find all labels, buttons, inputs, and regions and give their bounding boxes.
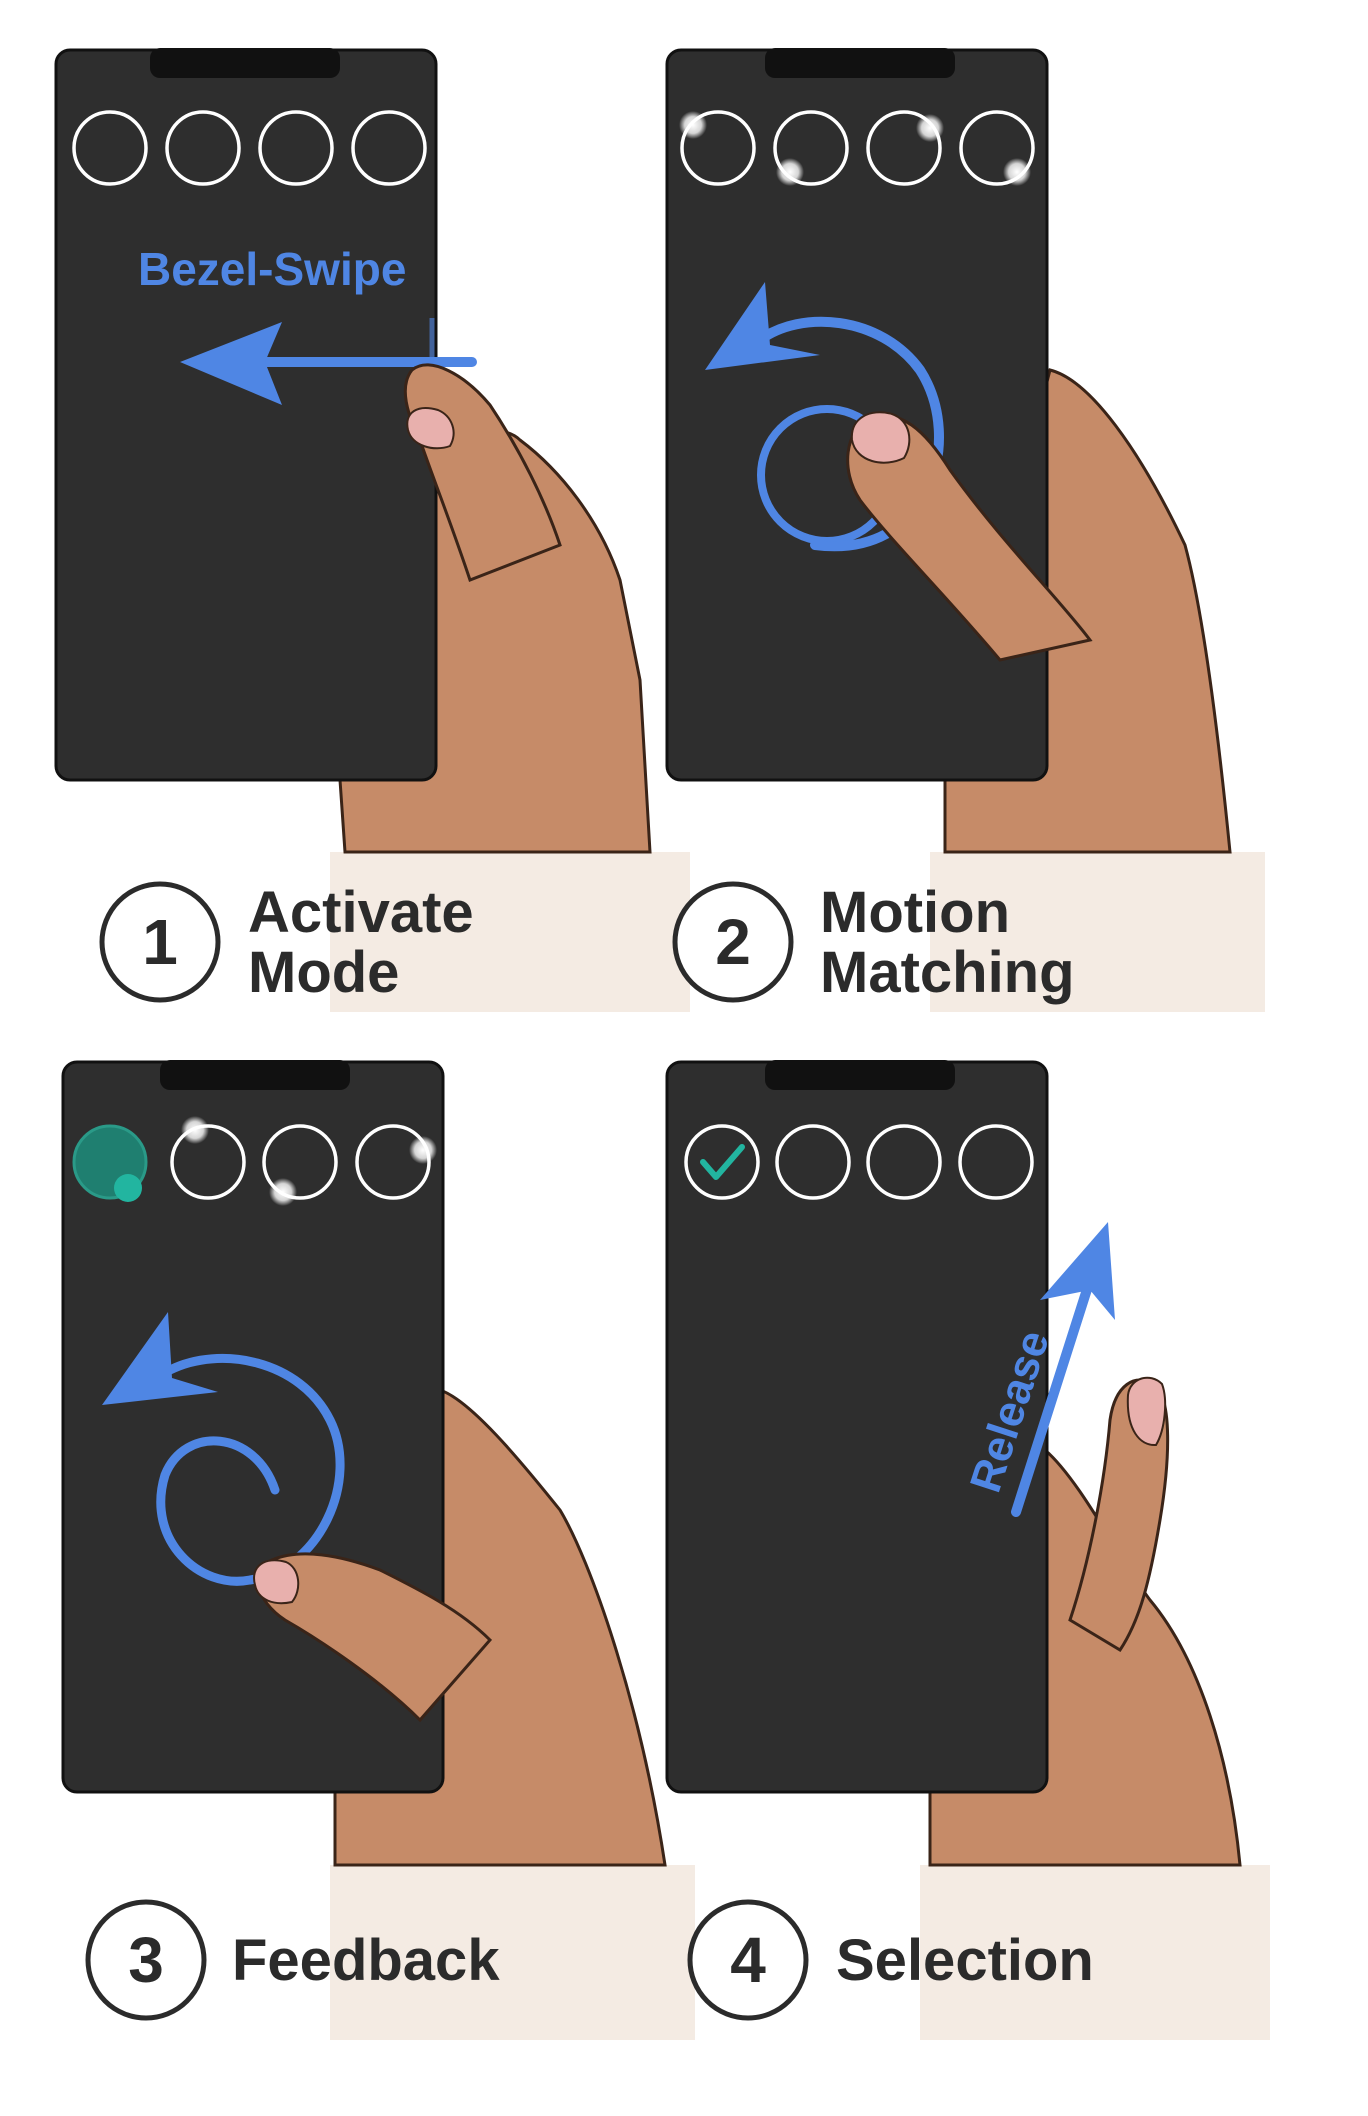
check-icon — [700, 1144, 745, 1180]
step-number: 1 — [142, 906, 178, 978]
step-title-line-1: Activate — [248, 880, 474, 945]
target-ring — [866, 1124, 942, 1200]
selection-targets — [72, 1116, 437, 1206]
target-ring — [680, 110, 756, 186]
step-title-line-2: Mode — [248, 940, 399, 1005]
step-title: Selection — [836, 1928, 1094, 1993]
selection-targets — [72, 110, 427, 186]
orbiting-dot — [916, 114, 944, 142]
step-title: Feedback — [232, 1928, 500, 1993]
orbiting-dot — [1003, 158, 1031, 186]
thumb-nail — [850, 411, 911, 464]
target-ring — [775, 1124, 851, 1200]
label-band-4 — [920, 1865, 1270, 2040]
thumb-nail — [1126, 1376, 1167, 1447]
selection-targets — [679, 110, 1035, 186]
target-ring — [351, 110, 427, 186]
orbiting-dot — [679, 111, 707, 139]
step-number-badge — [99, 881, 221, 1003]
phone-notch — [765, 1060, 955, 1090]
target-ring — [958, 1124, 1034, 1200]
step-number-badge — [85, 1899, 207, 2021]
target-ring — [262, 1124, 338, 1200]
orbiting-dot — [776, 158, 804, 186]
target-ring — [866, 110, 942, 186]
label-band-1 — [330, 852, 690, 1012]
panel-2: 2 Motion Matching — [665, 48, 1232, 1005]
panel-4: Release 4 Selection — [665, 1060, 1242, 2021]
target-ring — [959, 110, 1035, 186]
up-arrow-icon — [1011, 1222, 1115, 1517]
phone-notch — [150, 48, 340, 78]
target-ring — [258, 110, 334, 186]
target-ring — [773, 110, 849, 186]
orbiting-dot — [114, 1174, 142, 1202]
panel-1: Bezel-Swipe 1 Activate Mode — [54, 48, 652, 1005]
orbiting-dot — [409, 1136, 437, 1164]
step-number-badge — [672, 881, 794, 1003]
step-number: 4 — [730, 1924, 766, 1996]
step-number-badge — [687, 1899, 809, 2021]
step-title-line-2: Matching — [820, 940, 1075, 1005]
step-number: 3 — [128, 1924, 164, 1996]
step-title-line-1: Motion — [820, 880, 1010, 945]
phone-notch — [765, 48, 955, 78]
phone-notch — [160, 1060, 350, 1090]
thumb-nail — [253, 1559, 300, 1605]
phone-screen — [54, 48, 438, 782]
gesture-label: Bezel-Swipe — [138, 243, 406, 295]
target-ring — [165, 110, 241, 186]
panel-3: 3 Feedback — [61, 1060, 667, 2021]
orbiting-dot — [269, 1178, 297, 1206]
label-band-2 — [930, 852, 1265, 1012]
label-band-3 — [330, 1865, 695, 2040]
orbiting-dot — [181, 1116, 209, 1144]
selection-targets — [684, 1124, 1034, 1200]
selected-target — [684, 1124, 760, 1200]
target-ring — [72, 110, 148, 186]
step-number: 2 — [715, 906, 751, 978]
thumb-nail — [406, 407, 455, 450]
